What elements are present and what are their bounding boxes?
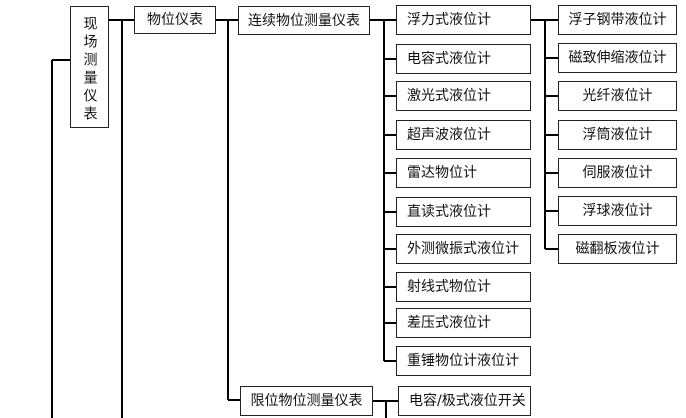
continuous-item-10: 重锤物位计液位计 [396,346,531,376]
continuous-item-9: 差压式液位计 [396,308,531,338]
buoyancy-item-4: 浮筒液位计 [558,120,677,150]
level1-node: 物位仪表 [134,6,216,34]
continuous-item-6: 直读式液位计 [396,197,531,227]
continuous-item-8: 射线式物位计 [396,272,531,302]
root-node: 现场测量仪表 [70,6,109,128]
limit-node: 限位物位测量仪表 [240,386,373,416]
buoyancy-item-6: 浮球液位计 [558,196,677,226]
continuous-item-7: 外测微振式液位计 [396,234,531,264]
buoyancy-item-7: 磁翻板液位计 [558,234,677,264]
continuous-item-1: 浮力式液位计 [396,5,531,35]
limit-item-1: 电容/极式液位开关 [398,386,531,416]
buoyancy-item-2: 磁致伸缩液位计 [558,43,677,73]
continuous-item-5: 雷达物位计 [396,158,531,188]
buoyancy-item-1: 浮子钢带液位计 [558,5,677,35]
buoyancy-item-3: 光纤液位计 [558,81,677,111]
continuous-item-3: 激光式液位计 [396,81,531,111]
continuous-item-2: 电容式液位计 [396,44,531,74]
continuous-node: 连续物位测量仪表 [238,6,370,35]
continuous-item-4: 超声波液位计 [396,120,531,150]
buoyancy-item-5: 伺服液位计 [558,158,677,188]
